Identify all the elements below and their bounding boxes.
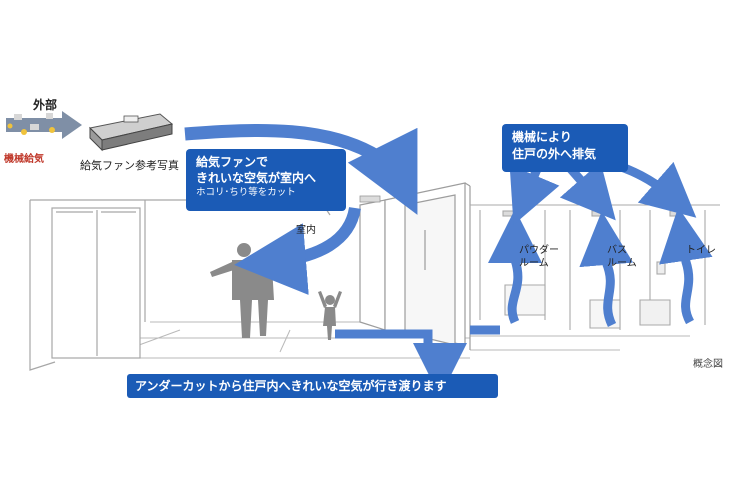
intake-callout-line2: きれいな空気が室内へ xyxy=(196,171,317,185)
bath-room-label-line2: ルーム xyxy=(607,258,637,269)
bath-room-label: バス ルーム xyxy=(607,244,637,270)
undercut-callout: アンダーカットから住戸内へきれいな空気が行き渡ります xyxy=(127,374,498,398)
toilet-label: トイレ xyxy=(686,245,716,256)
powder-room-label: パウダー ルーム xyxy=(519,244,559,270)
fan-photo-caption: 給気ファン参考写真 xyxy=(80,159,179,172)
room-label: 室内 xyxy=(296,225,316,236)
intake-callout: 給気ファンで きれいな空気が室内へ ホコリ･ちり等をカット xyxy=(186,149,346,211)
mechanical-intake-label: 機械給気 xyxy=(4,154,44,165)
supply-fan-icon xyxy=(88,113,174,152)
room-walls xyxy=(29,199,331,371)
floor-lines xyxy=(55,321,690,359)
outside-air-arrow xyxy=(6,111,82,139)
intake-callout-line3: ホコリ･ちり等をカット xyxy=(196,187,296,198)
partition-door xyxy=(359,182,471,350)
concept-diagram-label: 概念図 xyxy=(693,359,723,370)
exhaust-callout: 機械により 住戸の外へ排気 xyxy=(502,124,628,172)
airflow-arrows xyxy=(184,123,713,397)
exhaust-callout-line2: 住戸の外へ排気 xyxy=(512,147,597,161)
exhaust-callout-line1: 機械により xyxy=(512,130,572,144)
outside-label: 外部 xyxy=(33,98,58,112)
powder-room-label-line2: ルーム xyxy=(519,258,549,269)
bath-room-label-line1: バス xyxy=(607,245,627,256)
ceiling-vent-icon xyxy=(359,195,381,203)
powder-room-label-line1: パウダー xyxy=(519,245,559,256)
intake-callout-line1: 給気ファンで xyxy=(196,155,269,169)
